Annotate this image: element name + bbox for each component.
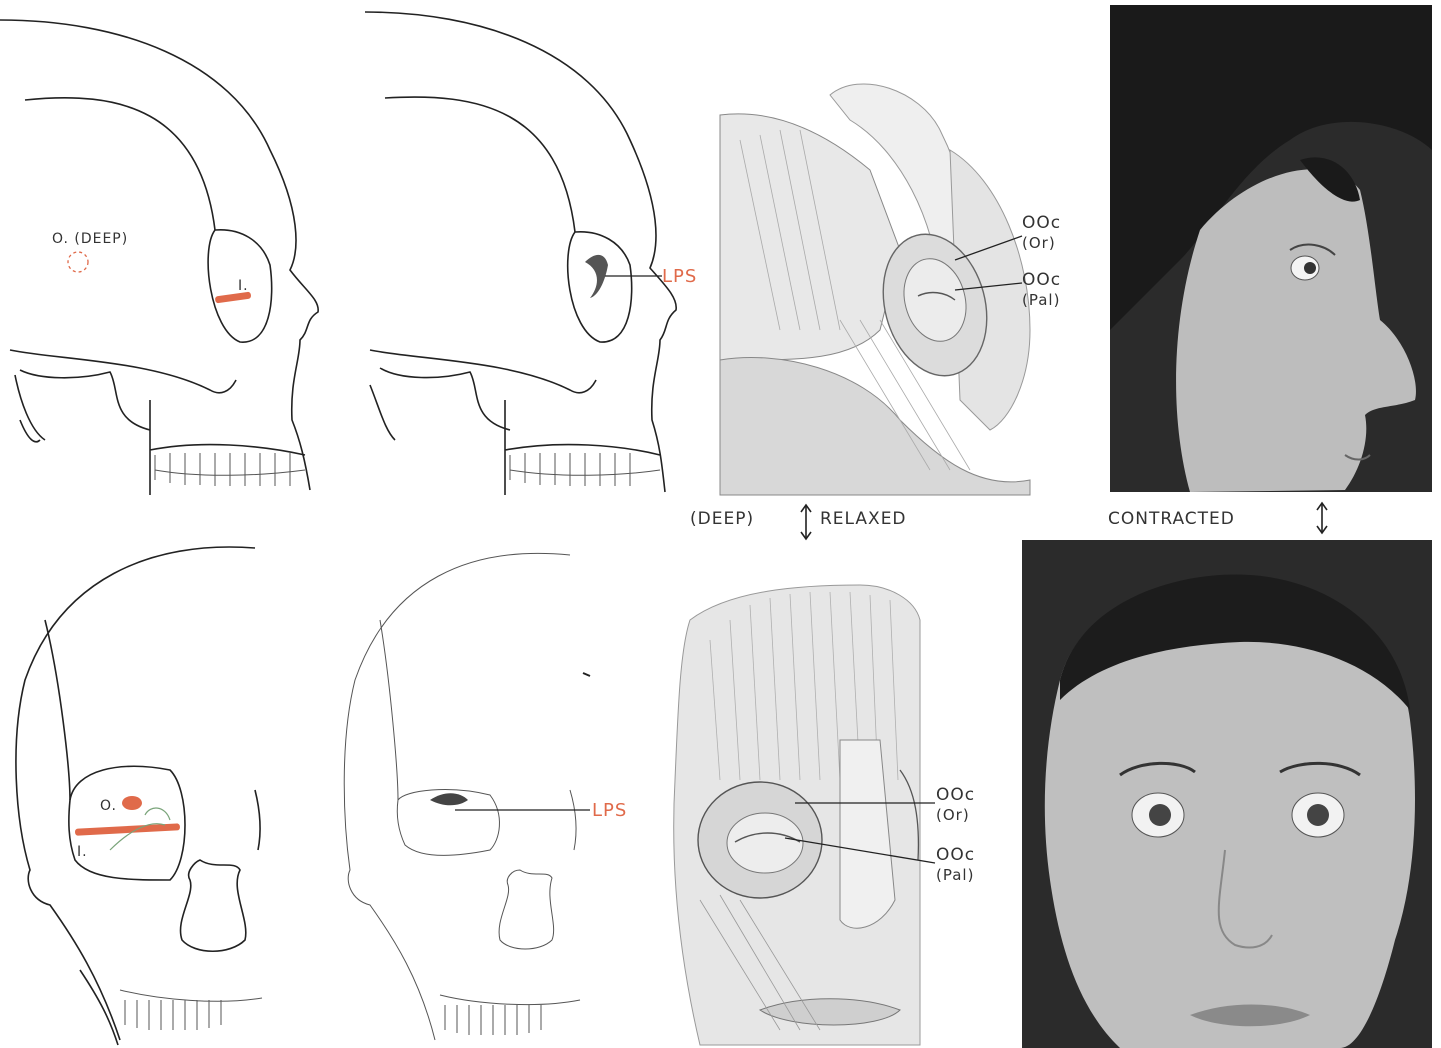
insertion-label: I. <box>238 278 249 294</box>
ooc-or-label-frontal-1: OOc <box>936 785 975 805</box>
skull-lateral-origin-insertion: O. (DEEP) I. <box>0 20 318 495</box>
ooc-pal-label-frontal-2: (Pal) <box>936 866 974 884</box>
caption-deep: (DEEP) <box>690 509 754 529</box>
ooc-pal-label-frontal-1: OOc <box>936 845 975 865</box>
photo-profile-contracted <box>1110 5 1432 492</box>
caption-contracted: CONTRACTED <box>1108 509 1235 529</box>
origin-deep-label: O. (DEEP) <box>52 231 128 247</box>
photo-frontal-contracted <box>1022 540 1432 1048</box>
ooc-pal-label-2: (Pal) <box>1022 291 1060 309</box>
muscle-frontal-drawing: OOc (Or) OOc (Pal) <box>674 585 975 1045</box>
ooc-or-label-frontal-2: (Or) <box>936 806 970 824</box>
ooc-or-label-2: (Or) <box>1022 234 1056 252</box>
skull-frontal-origin-insertion: O. I. <box>16 547 262 1045</box>
lps-label-lateral: LPS <box>662 266 697 287</box>
caption-relaxed: RELAXED <box>820 509 907 529</box>
caption-row: (DEEP) RELAXED CONTRACTED <box>690 503 1327 539</box>
lps-label-frontal: LPS <box>592 800 627 821</box>
origin-label-frontal: O. <box>100 798 117 814</box>
ooc-or-label-1: OOc <box>1022 213 1061 233</box>
muscle-lateral-drawing: OOc (Or) OOc (Pal) <box>720 84 1061 495</box>
skull-lateral-lps: LPS <box>365 12 697 495</box>
skull-frontal-lps: LPS <box>344 553 627 1040</box>
double-arrow-icon <box>1317 503 1327 533</box>
double-arrow-icon <box>801 505 811 539</box>
ooc-pal-label-1: OOc <box>1022 270 1061 290</box>
insertion-label-frontal: I. <box>77 844 88 860</box>
